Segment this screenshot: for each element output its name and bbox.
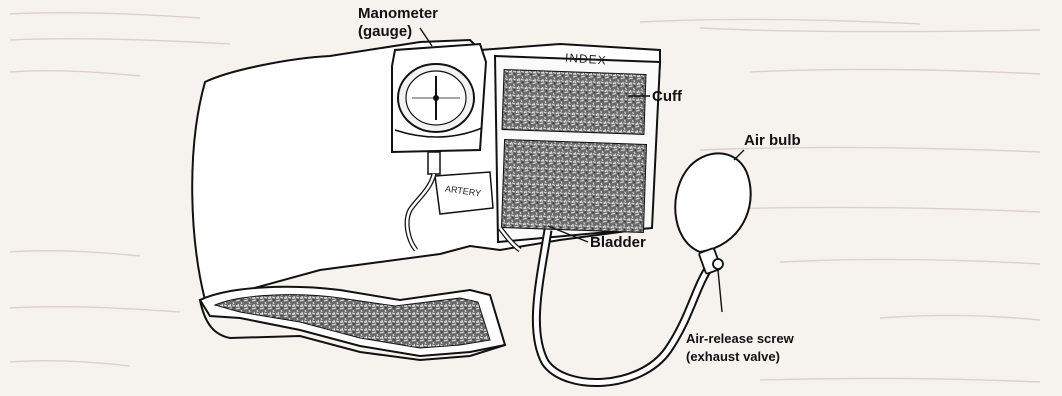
cuff-brand-print: INDEX <box>565 51 608 68</box>
bladder-label: Bladder <box>590 234 646 252</box>
cuff-label: Cuff <box>652 88 682 106</box>
air-release-label-line1: Air-release screw <box>686 330 794 348</box>
manometer-label-line1: Manometer <box>358 5 438 23</box>
manometer-label-line2: (gauge) <box>358 23 438 41</box>
cuff-texture-upper <box>502 70 646 135</box>
manometer-label: Manometer (gauge) <box>358 5 438 41</box>
air-release-label: Air-release screw (exhaust valve) <box>686 330 794 366</box>
air-release-label-line2: (exhaust valve) <box>686 348 794 366</box>
air-release-leader <box>718 270 722 312</box>
bulb-tube <box>536 230 710 383</box>
cuff-texture-lower <box>502 140 647 233</box>
air-bulb-leader <box>734 150 744 160</box>
air-bulb-label: Air bulb <box>744 132 801 150</box>
air-bulb <box>675 153 750 274</box>
